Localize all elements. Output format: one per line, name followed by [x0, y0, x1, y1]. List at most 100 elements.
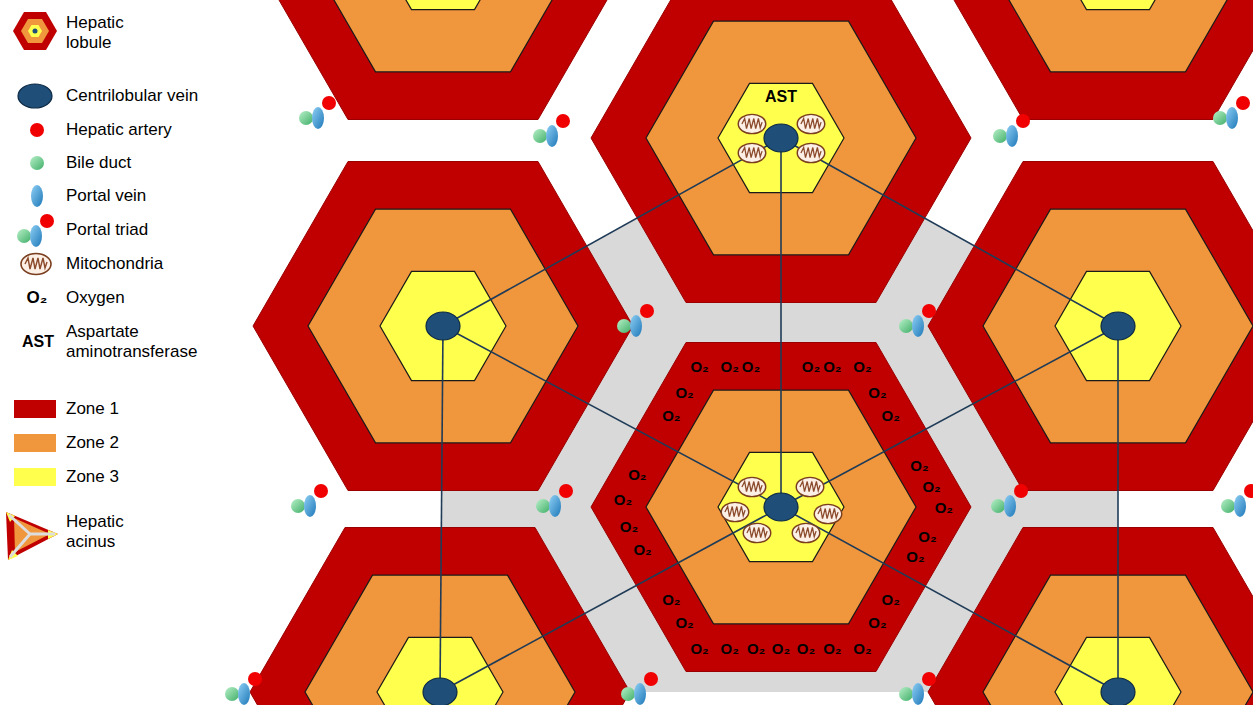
oxygen-label: O₂ — [690, 640, 708, 657]
legend-text: Hepatic artery — [66, 120, 172, 140]
portal-triad — [621, 672, 658, 705]
zone1-hexagon — [253, 0, 633, 120]
duct-icon — [30, 156, 44, 170]
acinus-line — [780, 138, 782, 507]
oxygen-label: O₂ — [721, 640, 739, 657]
mitochondrion — [738, 143, 766, 162]
centrilobular-vein — [1101, 312, 1135, 340]
zone3-hexagon — [1055, 0, 1181, 10]
oxygen-label: O₂ — [742, 358, 760, 375]
portal-triad — [291, 484, 328, 517]
artery-icon — [30, 123, 44, 137]
legend-text: Centrilobular vein — [66, 86, 198, 106]
acinus-line — [440, 507, 781, 692]
ast-label: AST — [22, 333, 54, 351]
acinus-line — [443, 326, 781, 507]
acinus-line — [440, 326, 443, 692]
portal-triad — [299, 96, 336, 129]
portal-triad — [993, 114, 1030, 147]
acinus-line — [781, 138, 1118, 326]
legend-text: Portal triad — [66, 220, 148, 240]
oxygen-label: O₂ — [922, 477, 940, 494]
mitochondrion — [738, 114, 766, 133]
legend-text: Zone 2 — [66, 433, 119, 453]
mitochondrion — [792, 523, 820, 542]
acinus-line — [781, 507, 1118, 692]
vein-icon — [18, 84, 52, 108]
zone1-hexagon — [928, 0, 1253, 120]
legend-text: Oxygen — [66, 288, 125, 308]
legend-text: Hepatic lobule — [66, 13, 146, 52]
legend-text: Zone 3 — [66, 467, 119, 487]
oxygen-label: O₂ — [882, 591, 900, 608]
zone2-hexagon — [308, 0, 578, 72]
oxygen-label: O₂ — [27, 288, 48, 308]
zone1-hexagon — [253, 162, 633, 491]
oxygen-label: O₂ — [918, 527, 936, 544]
lobule-icon — [13, 12, 57, 50]
portal-triad — [536, 484, 573, 517]
zone1-hexagon — [928, 528, 1253, 705]
mitochondrion — [721, 502, 749, 521]
acinus-line — [1117, 326, 1119, 692]
acinus-line — [443, 138, 781, 326]
oxygen-label: O₂ — [802, 358, 820, 375]
portal-triad — [899, 304, 936, 337]
mitochondrion — [797, 143, 825, 162]
oxygen-label: O₂ — [620, 517, 638, 534]
oxygen-label: O₂ — [910, 456, 928, 473]
oxygen-label: O₂ — [633, 541, 651, 558]
oxygen-label: O₂ — [935, 499, 953, 516]
legend-text: Zone 1 — [66, 399, 119, 419]
portal-triad — [617, 304, 654, 337]
portal-triad — [225, 672, 262, 705]
oxygen-label: O₂ — [797, 640, 815, 657]
triad-icon — [17, 214, 54, 247]
portal-vein-icon — [31, 185, 43, 207]
centrilobular-vein — [1101, 678, 1135, 705]
centrilobular-vein — [764, 124, 798, 152]
oxygen-label: O₂ — [853, 358, 871, 375]
oxygen-label: O₂ — [675, 384, 693, 401]
mitochondrion — [738, 477, 766, 496]
oxygen-label: O₂ — [662, 407, 680, 424]
oxygen-label: O₂ — [662, 591, 680, 608]
centrilobular-vein — [426, 312, 460, 340]
mitochondrion — [743, 523, 771, 542]
legend-swatch — [14, 400, 56, 418]
oxygen-label: O₂ — [628, 465, 646, 482]
oxygen-label: O₂ — [853, 640, 871, 657]
oxygen-label: O₂ — [906, 548, 924, 565]
centrilobular-vein — [764, 493, 798, 521]
portal-triad — [1213, 96, 1250, 129]
oxygen-label: O₂ — [882, 407, 900, 424]
oxygen-label: O₂ — [614, 490, 632, 507]
legend-text: Mitochondria — [66, 254, 163, 274]
mito-icon — [21, 254, 51, 275]
legend-text: Hepatic acinus — [66, 512, 146, 551]
legend-text: Bile duct — [66, 153, 131, 173]
ast-label: AST — [765, 88, 797, 106]
mitochondrion — [797, 114, 825, 133]
oxygen-label: O₂ — [747, 640, 765, 657]
mitochondrion — [796, 477, 824, 496]
oxygen-label: O₂ — [721, 358, 739, 375]
oxygen-label: O₂ — [868, 613, 886, 630]
zone3-hexagon — [380, 0, 506, 10]
oxygen-label: O₂ — [690, 358, 708, 375]
zone2-hexagon — [983, 0, 1253, 72]
oxygen-label: O₂ — [823, 640, 841, 657]
legend-swatch — [14, 434, 56, 452]
portal-triad — [991, 484, 1028, 517]
acinus-line — [781, 326, 1118, 507]
mitochondrion — [814, 504, 842, 523]
portal-triad — [533, 114, 570, 147]
acinus-icon — [6, 512, 58, 560]
legend-text: Aspartate aminotransferase — [66, 322, 241, 361]
centrilobular-vein — [423, 678, 457, 705]
oxygen-label: O₂ — [823, 358, 841, 375]
oxygen-label: O₂ — [675, 613, 693, 630]
legend-swatch — [14, 468, 56, 486]
zone1-hexagon — [928, 162, 1253, 491]
